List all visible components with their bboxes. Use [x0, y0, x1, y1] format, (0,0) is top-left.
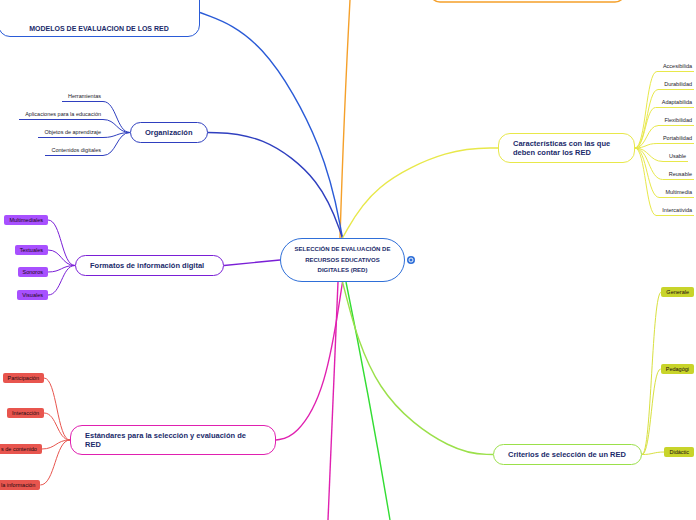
- subtopic: Portabilidad: [657, 135, 694, 144]
- node-text: Flexibilidad: [664, 117, 692, 123]
- subtopic-tag: s de contenido: [0, 444, 42, 454]
- connector: [48, 250, 75, 266]
- central-topic: SELECCIÓN DE EVALUACIÓN DE RECURSOS EDUC…: [280, 238, 405, 282]
- connector: [40, 440, 70, 485]
- branch-topic: Criterios de selección de un RED: [493, 444, 642, 465]
- connector: [635, 148, 656, 216]
- node-text: Didáctic: [669, 449, 689, 455]
- note-icon: [407, 256, 415, 264]
- node-text: Multimedia: [665, 189, 692, 195]
- subtopic: Accesibilida: [657, 63, 694, 72]
- connector: [200, 13, 343, 239]
- connector: [635, 72, 657, 149]
- connector: [635, 126, 658, 149]
- connector: [343, 148, 499, 238]
- subtopic-tag: Sonoros: [18, 267, 49, 277]
- subtopic-tag: Visuales: [17, 290, 48, 300]
- node-text: Herramientas: [68, 93, 101, 99]
- branch-topic: Formatos de información digital: [75, 255, 224, 276]
- node-text: Durabilidad: [664, 81, 692, 87]
- connector: [48, 266, 75, 296]
- branch-topic: Características con las que deben contar…: [498, 133, 635, 163]
- connector: [103, 102, 130, 133]
- subtopic-tag: Multimediales: [4, 215, 48, 225]
- subtopic: Usable: [663, 153, 688, 162]
- node-text: Criterios de selección de un RED: [508, 450, 627, 459]
- connector: [635, 144, 657, 149]
- subtopic: Reusable: [663, 171, 694, 180]
- subtopic: Adaptabilida: [656, 99, 694, 108]
- node-text: Aplicaciones para la educación: [25, 111, 101, 117]
- node-text: Usable: [669, 153, 686, 159]
- subtopic: Intercativida: [656, 207, 694, 216]
- node-text: MODELOS DE EVALUACION DE LOS RED: [29, 25, 169, 32]
- connector: [642, 452, 664, 455]
- node-text: Accesibilida: [663, 63, 692, 69]
- subtopic: Aplicaciones para la educación: [19, 111, 103, 120]
- subtopic-tag: Textuales: [15, 245, 48, 255]
- node-text: Reusable: [669, 171, 692, 177]
- connector: [224, 260, 280, 266]
- banner-picture: [10, 0, 138, 17]
- logo: [150, 12, 172, 14]
- node-text: la información: [1, 482, 35, 488]
- connector: [208, 133, 343, 239]
- subtopic: Multimedia: [659, 189, 694, 198]
- branch-topic: Estándares para la selección y evaluació…: [70, 425, 276, 455]
- subtopic: Objetos de aprendizaje: [38, 129, 103, 138]
- node-text: Objetos de aprendizaje: [44, 129, 101, 135]
- connector: [103, 133, 130, 156]
- subtopic-tag: Didáctic: [664, 447, 694, 457]
- node-text: Pedagógi: [666, 366, 689, 372]
- node-text: Formatos de información digital: [90, 261, 209, 270]
- node-text: Textuales: [20, 247, 43, 253]
- subtopic-tag: Participación: [3, 373, 45, 383]
- subtopic: Herramientas: [62, 93, 103, 102]
- node-text: Interacción: [12, 410, 39, 416]
- subtopic-tag: Pedagógi: [661, 364, 694, 374]
- connector: [44, 413, 70, 440]
- subtopic-tag: Interacción: [7, 408, 44, 418]
- node-text: Participación: [8, 375, 40, 381]
- connector: [642, 369, 661, 455]
- node-text: Generale: [666, 289, 689, 295]
- node-text: Adaptabilida: [662, 99, 692, 105]
- connector: [44, 378, 70, 440]
- node-text: Portabilidad: [663, 135, 692, 141]
- offscreen-box: [430, 0, 625, 2]
- subtopic-tag: Generale: [661, 287, 694, 297]
- node-text: Sonoros: [23, 269, 44, 275]
- connector: [642, 292, 661, 455]
- connector: [276, 282, 343, 440]
- node-text: Visuales: [22, 292, 43, 298]
- logo: [178, 10, 190, 16]
- connector: [343, 282, 494, 455]
- banner-picture: [40, 0, 100, 1]
- node-text: Intercativida: [662, 207, 692, 213]
- subtopic: Contenidos digitales: [45, 147, 103, 156]
- note-icon: [409, 258, 413, 262]
- branch-line: [340, 0, 350, 238]
- node-text: Características con las que deben contar…: [513, 139, 620, 157]
- subtopic: Durabilidad: [658, 81, 694, 90]
- node-text: SELECCIÓN DE EVALUACIÓN DE RECURSOS EDUC…: [281, 244, 404, 276]
- node-text: Multimediales: [9, 217, 43, 223]
- connector: [103, 120, 130, 133]
- logo: [146, 5, 198, 20]
- banner-figure: [28, 4, 29, 16]
- node-text: s de contenido: [1, 446, 37, 452]
- subtopic-tag: la información: [0, 480, 40, 490]
- branch-topic: Organización: [130, 122, 208, 143]
- connector: [635, 90, 658, 149]
- connector: [48, 220, 75, 266]
- node-text: Contenidos digitales: [51, 147, 101, 153]
- node-text: Organización: [145, 128, 193, 137]
- image-box: MODELOS DE EVALUACION DE LOS RED: [0, 0, 200, 37]
- subtopic: Flexibilidad: [658, 117, 694, 126]
- node-text: Estándares para la selección y evaluació…: [85, 431, 261, 449]
